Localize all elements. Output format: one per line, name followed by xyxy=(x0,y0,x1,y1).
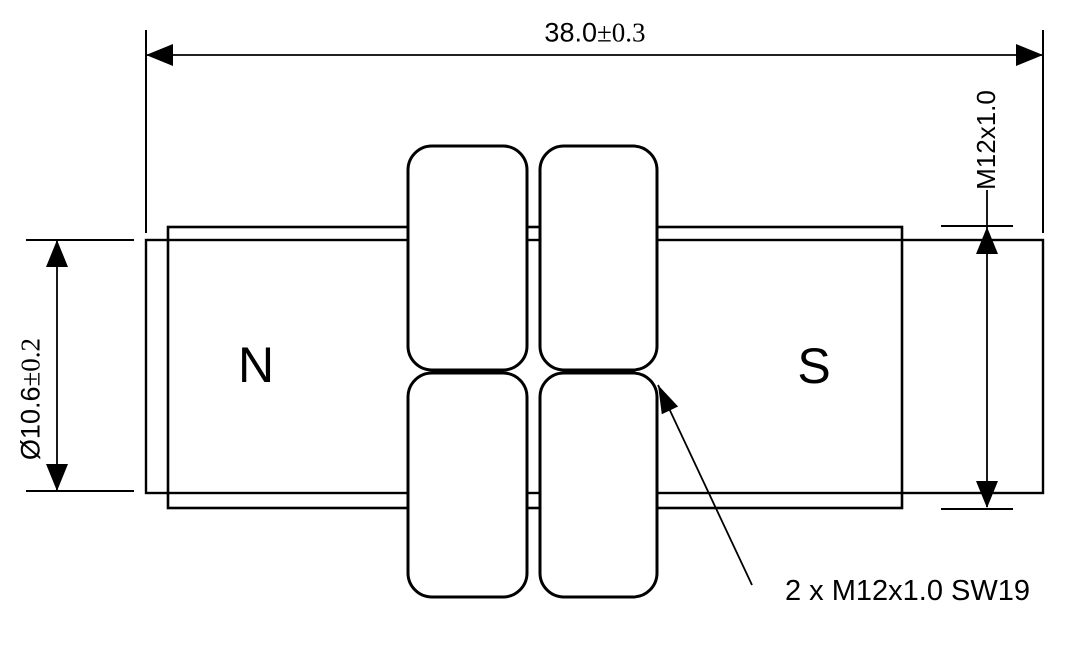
south-pole-label: S xyxy=(797,338,831,394)
thread-body-outline xyxy=(166,225,904,510)
north-pole-label: N xyxy=(237,337,275,393)
nut-leader-arrow xyxy=(658,385,679,415)
diameter-dimension-label: Ø10.6±0.2 xyxy=(15,337,46,461)
thread-arrow-down xyxy=(976,481,998,508)
hex-nut-right-bottom-facet xyxy=(538,371,659,599)
hex-nut-left-top-facet xyxy=(406,144,529,372)
overall-length-tolerance: ±0.3 xyxy=(596,17,646,48)
nut-leader-line xyxy=(657,384,753,586)
overall-length-dimension-label: 38.0±0.3 xyxy=(544,17,646,48)
nut-callout-label: 2 x M12x1.0 SW19 xyxy=(785,575,1030,607)
overall-length-value: 38.0 xyxy=(544,17,597,48)
thread-arrow-up xyxy=(976,227,998,254)
diameter-arrow-down xyxy=(46,464,68,491)
diameter-value: Ø10.6 xyxy=(15,386,46,461)
hex-nut-right-top-facet xyxy=(538,144,659,372)
hex-nut-left-bottom-facet xyxy=(406,371,529,599)
diameter-arrow-up xyxy=(46,240,68,267)
thread-dimension-label: M12x1.0 xyxy=(971,90,1001,190)
length-arrow-right xyxy=(1016,44,1043,66)
diameter-tolerance: ±0.2 xyxy=(15,337,46,387)
length-arrow-left xyxy=(146,44,173,66)
